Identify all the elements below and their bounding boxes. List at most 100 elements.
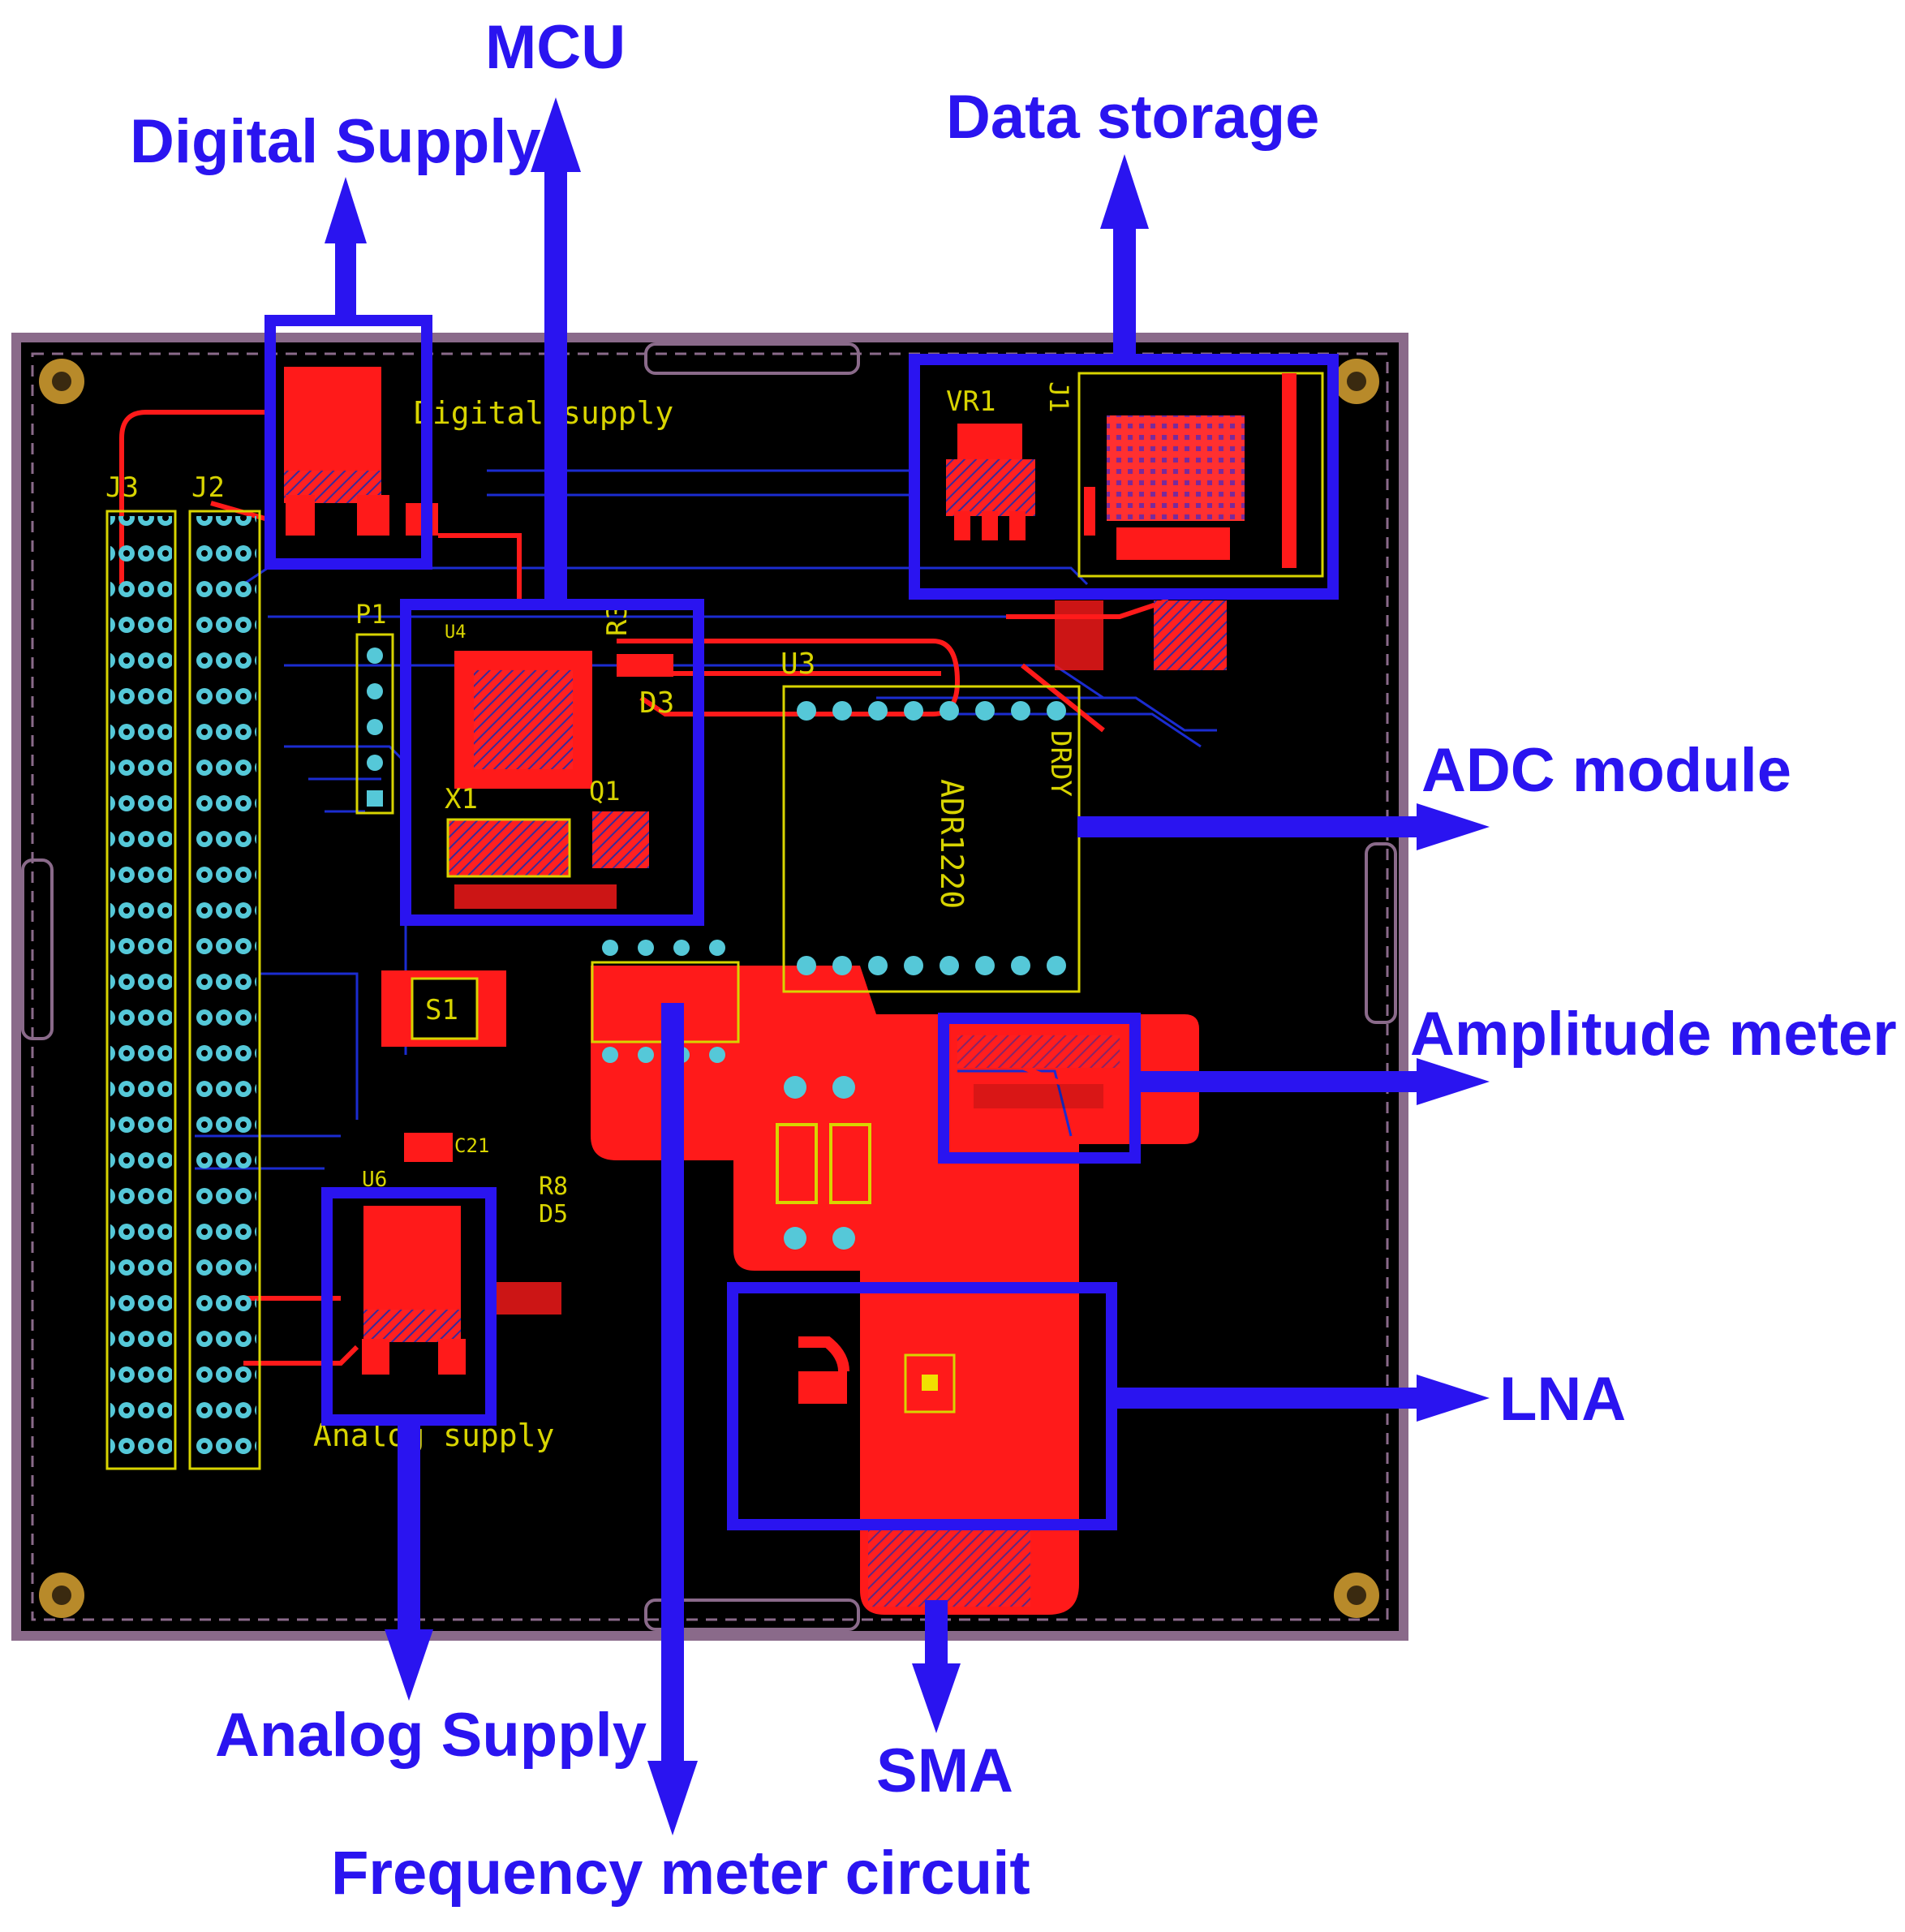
data-storage-arrow-shaft	[1113, 219, 1136, 364]
lna-input-trace	[798, 1336, 849, 1372]
frequency-meter-components	[591, 940, 871, 1250]
data-storage-components: VR1 J1	[946, 372, 1324, 670]
lna-chip-outline	[904, 1353, 956, 1414]
label-digital-supply: Digital Supply	[130, 107, 541, 176]
regulator-tab	[284, 367, 381, 472]
mcu-arrowhead	[531, 97, 581, 172]
amplitude-meter-components	[957, 1035, 1120, 1108]
analog-supply-arrowhead	[385, 1629, 433, 1701]
digital-supply-arrowhead	[325, 177, 367, 243]
adc-arrowhead	[1417, 803, 1490, 850]
silk-p1: P1	[355, 599, 387, 630]
label-data-storage: Data storage	[946, 83, 1319, 152]
vr1-pin	[954, 511, 970, 540]
callout-arrows	[325, 97, 1490, 1835]
amplitude-arrow-shaft	[1133, 1071, 1426, 1092]
adc-outline	[782, 685, 1081, 993]
mcu-chip	[474, 670, 573, 769]
sd-card-outline	[1077, 372, 1324, 578]
header-j2: J2	[188, 471, 261, 1470]
silk-vr1: VR1	[946, 385, 996, 418]
vr1-pin	[1009, 511, 1026, 540]
analog-supply-arrow-shaft	[398, 1417, 420, 1641]
silk-adc-part: ADR1220	[934, 779, 970, 909]
silk-j1: J1	[1043, 381, 1074, 413]
capacitor	[829, 1123, 871, 1204]
regulator-pad	[357, 495, 389, 536]
crystal	[448, 820, 570, 876]
adc-arrow-shaft	[1077, 816, 1426, 837]
cap-c21	[404, 1133, 453, 1162]
sma-connector-ribs	[868, 1525, 1030, 1607]
frequency-meter-arrowhead	[647, 1761, 698, 1835]
u6-chip	[1154, 600, 1227, 670]
resistor-pad	[617, 654, 673, 677]
adc-bottom-pins	[797, 956, 1066, 975]
label-frequency-meter: Frequency meter circuit	[331, 1839, 1030, 1908]
lna-components	[798, 1336, 956, 1414]
board-keepout-dashed	[31, 352, 1389, 1621]
crystal-outline	[446, 818, 571, 878]
silk-j3: J3	[105, 471, 139, 504]
label-analog-supply: Analog Supply	[215, 1701, 647, 1770]
silk-x1: X1	[445, 783, 478, 815]
digital-supply-arrow-shaft	[335, 235, 356, 326]
sma-arrowhead	[912, 1663, 961, 1733]
label-adc-module: ADC module	[1421, 736, 1791, 805]
label-mcu: MCU	[485, 13, 626, 82]
header-pins	[193, 516, 256, 1465]
analog-reg-pad	[362, 1339, 389, 1375]
vr1-body	[946, 459, 1035, 516]
sd-card-rail	[1084, 487, 1095, 536]
header-outline	[355, 633, 394, 815]
silk-c21: C21	[454, 1134, 489, 1157]
header-outline	[105, 510, 177, 1470]
header-j3: J3	[105, 471, 177, 1470]
sd-card-rail	[1282, 373, 1297, 568]
silk-q1: Q1	[589, 776, 621, 807]
mcu-arrow-shaft	[544, 162, 567, 607]
header-pins	[110, 516, 172, 1465]
lna-chip-center	[922, 1375, 938, 1391]
silk-s1: S1	[425, 994, 458, 1026]
capacitor	[776, 1123, 818, 1204]
mount-hole	[1347, 1586, 1366, 1605]
frequency-meter-arrow-shaft	[661, 1003, 684, 1771]
label-sma: SMA	[876, 1736, 1013, 1805]
mcu-components: U4 R3 D3 X1 Q1	[445, 603, 674, 909]
silk-digital-supply: Digital supply	[414, 395, 673, 431]
silk-d3: D3	[639, 686, 674, 720]
passive-pads	[454, 884, 617, 909]
regulator-pad	[286, 495, 315, 536]
adc-module-u3: U3 ADR1220 DRDY	[780, 648, 1081, 993]
callout-labels: MCU Digital Supply Data storage ADC modu…	[130, 13, 1897, 1908]
resistor-array	[1055, 600, 1103, 670]
analog-reg-pad	[438, 1339, 466, 1375]
lna-arrow-shaft	[1108, 1388, 1426, 1409]
switch-body	[411, 977, 479, 1040]
edge-slot	[1365, 842, 1397, 1024]
mount-hole	[52, 372, 71, 391]
edge-slot	[644, 342, 860, 375]
sd-card-pad-array	[1107, 415, 1245, 521]
sma-arrow-shaft	[925, 1600, 948, 1673]
analog-reg-body	[363, 1310, 461, 1342]
adc-top-pins	[797, 701, 1066, 721]
label-amplitude-meter: Amplitude meter	[1410, 1000, 1897, 1069]
header-p1: P1	[355, 599, 394, 815]
silk-drdy: DRDY	[1044, 730, 1077, 797]
vr1-tab	[957, 424, 1022, 463]
analog-reg-tab	[363, 1206, 461, 1311]
silk-d5: D5	[539, 1200, 568, 1228]
silk-u4: U4	[445, 622, 467, 643]
switch-s1: S1	[381, 970, 506, 1047]
edge-slot	[644, 1599, 860, 1631]
mount-hole	[1347, 372, 1366, 391]
caps-array	[497, 1282, 561, 1315]
amplitude-arrowhead	[1417, 1058, 1490, 1105]
label-lna: LNA	[1499, 1365, 1626, 1434]
silk-u3: U3	[780, 648, 815, 681]
silk-r8: R8	[539, 1173, 568, 1201]
header-outline	[188, 510, 261, 1470]
